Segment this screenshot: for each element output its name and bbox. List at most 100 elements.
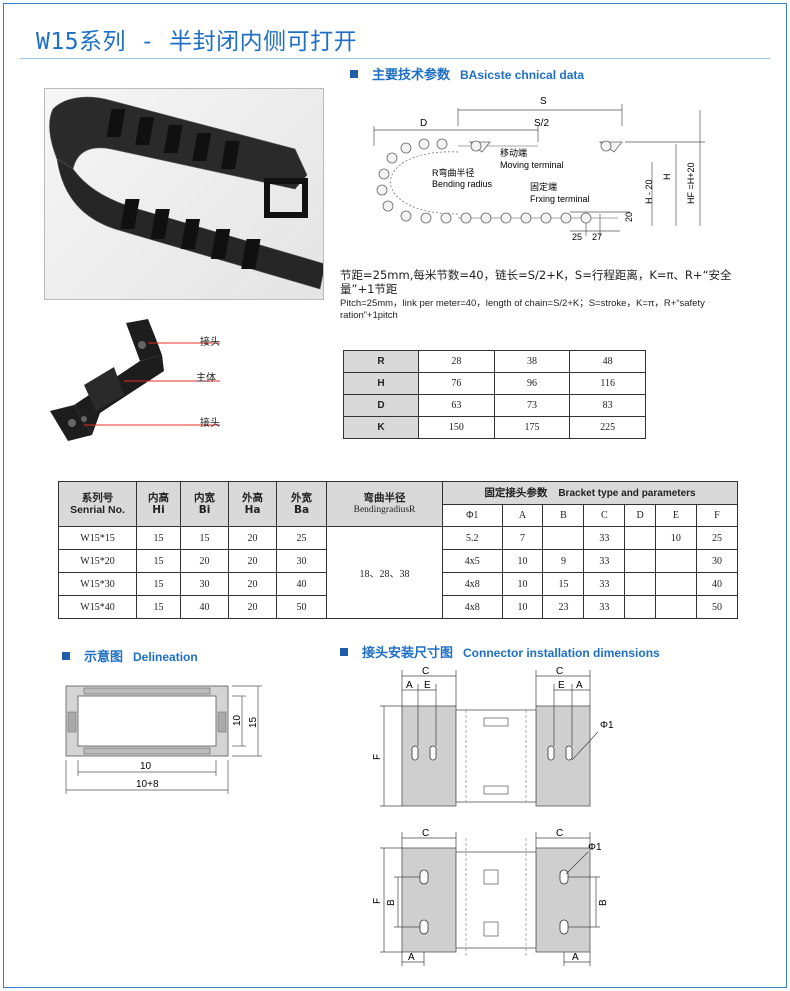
square-bullet-icon	[340, 648, 348, 656]
section-connector-en: Connector installation dimensions	[463, 646, 660, 660]
table-cell: 15	[542, 572, 585, 596]
connector-drawing-bottom: C C F B B A A Φ1	[372, 828, 609, 966]
table-cell: 15	[180, 526, 229, 550]
table-cell: 116	[569, 372, 646, 395]
table-cell: 23	[542, 595, 585, 619]
header-text: 弯曲半径	[363, 492, 406, 504]
row-label: H	[343, 372, 419, 395]
header-text: Hi	[152, 504, 165, 516]
table-cell: W15*40	[58, 595, 137, 619]
row-label: D	[343, 394, 419, 417]
label-body: 主体	[196, 373, 216, 384]
header-text: 系列号	[81, 492, 114, 504]
dim-E-left: E	[424, 680, 431, 691]
table-cell	[654, 595, 697, 619]
table-cell: 15	[136, 572, 181, 596]
table-row: W15*20 15 20 20 30 4x5 10 9 33 30	[58, 549, 739, 573]
header-text: BendingradiusR	[353, 505, 416, 515]
header-text: Ba	[293, 504, 310, 516]
table-cell: 63	[418, 394, 495, 417]
table-cell: 225	[569, 416, 646, 439]
table-cell: W15*30	[58, 572, 137, 596]
table-cell: 40	[695, 572, 739, 596]
row-label: K	[343, 416, 419, 439]
table-cell: 10	[501, 549, 544, 573]
section-delineation-cn: 示意图	[84, 650, 124, 665]
table-cell: 7	[501, 526, 544, 550]
table-cell: W15*15	[58, 526, 137, 550]
description-en: Pitch=25mm，link per meter=40，length of c…	[340, 298, 705, 321]
header-text: 内宽	[194, 492, 215, 504]
dim-F: F	[372, 898, 383, 904]
dim-B-right: B	[598, 899, 609, 906]
table-cell: 4x8	[442, 595, 503, 619]
table-row: W15*30 15 30 20 40 4x8 10 15 33 40	[58, 572, 739, 596]
dim-HF: HF =H+20	[686, 162, 696, 204]
header-text: Senrial No.	[70, 504, 125, 516]
table-cell: 33	[583, 595, 626, 619]
dim-20: 20	[624, 212, 634, 222]
table-cell: 30	[276, 549, 327, 573]
chain-link-illustration	[50, 319, 220, 441]
title-divider	[20, 58, 770, 59]
dim-inner-height: 10	[232, 714, 243, 726]
table-cell: 30	[695, 549, 739, 573]
table-cell: 33	[583, 572, 626, 596]
subheader-cell: F	[695, 504, 739, 527]
table-cell	[654, 549, 697, 573]
dim-C-left: C	[422, 666, 429, 677]
square-bullet-icon	[350, 70, 358, 78]
subheader-cell: Φ1	[442, 504, 503, 527]
table-cell: 15	[136, 595, 181, 619]
square-bullet-icon	[62, 652, 70, 660]
header-text: Bi	[198, 504, 211, 516]
table-cell	[624, 572, 656, 596]
table-cell: 20	[228, 549, 277, 573]
section-tech-cn: 主要技术参数	[372, 68, 451, 83]
moving-terminal-cn: 移动端	[500, 147, 527, 158]
table-row: W15*15 15 15 20 25 18、28、38 5.2 7 33 10 …	[58, 526, 739, 619]
table-cell: 83	[569, 394, 646, 417]
drag-chain-illustration	[49, 96, 323, 290]
header-text: 外宽	[291, 492, 312, 504]
table-cell: 20	[228, 526, 277, 550]
header-text: Bracket type and parameters	[558, 487, 696, 499]
table-cell	[542, 526, 585, 550]
dim-A-left: A	[406, 680, 413, 691]
label-connector-top: 接头	[200, 337, 220, 348]
subheader-cell: E	[654, 504, 697, 527]
dim-S: S	[540, 96, 547, 107]
table-cell: 150	[418, 416, 495, 439]
dim-h20: H - 20	[644, 179, 654, 204]
dim-D: D	[420, 118, 427, 129]
bending-radius-cn: R弯曲半径	[432, 167, 475, 178]
table-cell: 20	[228, 595, 277, 619]
table-cell: 20	[180, 549, 229, 573]
table-cell: 25	[695, 526, 739, 550]
fixed-terminal-cn: 固定端	[530, 181, 557, 192]
dim-F: F	[372, 754, 383, 760]
header-text: 内高	[148, 492, 169, 504]
dim-inner-width: 10	[140, 761, 152, 772]
table-cell: 48	[569, 350, 646, 373]
subheader-cell: C	[583, 504, 626, 527]
table-cell: 175	[493, 416, 571, 439]
table-cell: 10	[501, 572, 544, 596]
page-title: W15系列 - 半封闭内侧可打开	[36, 29, 358, 55]
table-cell: 4x8	[442, 572, 503, 596]
subheader-cell: D	[624, 504, 656, 527]
table-cell: 25	[276, 526, 327, 550]
table-subheader-row: Φ1 A B C D E F	[59, 504, 739, 527]
table-cell: 20	[228, 572, 277, 596]
table-cell: 73	[493, 394, 571, 417]
